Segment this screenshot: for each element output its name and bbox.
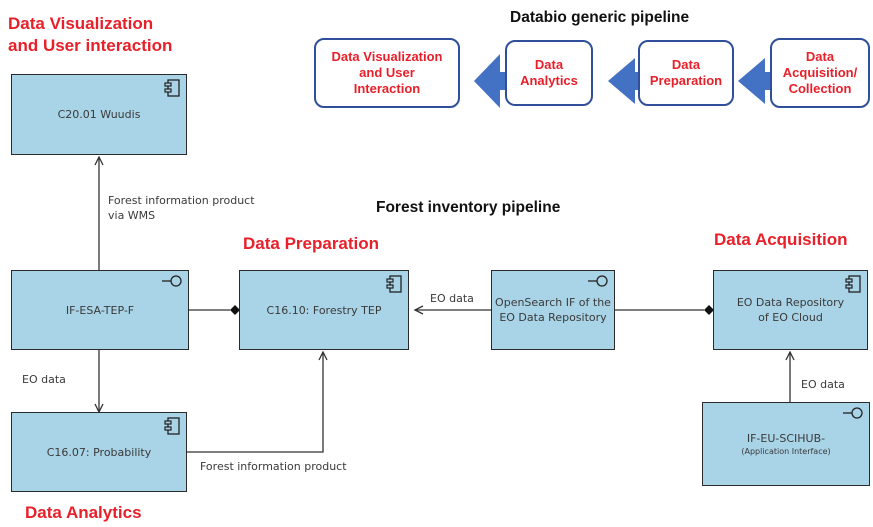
component-icon bbox=[164, 417, 180, 435]
pipeline-stage-visualization: Data Visualization and User Interaction bbox=[314, 38, 460, 108]
edge-label-wms: Forest information product via WMS bbox=[108, 194, 255, 222]
heading-analytics: Data Analytics bbox=[25, 503, 142, 522]
node-probability: C16.07: Probability bbox=[11, 412, 187, 492]
pipeline-arrow-1 bbox=[474, 54, 505, 108]
node-forestry-tep: C16.10: Forestry TEP bbox=[239, 270, 409, 350]
pipeline-stage-acquisition: Data Acquisition/ Collection bbox=[770, 38, 870, 108]
edge-label-eo-data-esa: EO data bbox=[22, 373, 66, 386]
heading-visualization: Data Visualization and User interaction bbox=[8, 14, 173, 55]
edge-probability-to-forestry bbox=[187, 352, 323, 453]
node-if-esa-tep-f: IF-ESA-TEP-F bbox=[11, 270, 189, 350]
aggregation-diamond-2 bbox=[704, 305, 714, 315]
node-eo-data-repository: EO Data Repository of EO Cloud bbox=[713, 270, 868, 350]
pipeline-arrow-2 bbox=[608, 58, 639, 104]
component-icon bbox=[164, 79, 180, 97]
node-if-eu-scihub: IF-EU-SCIHUB- (Application Interface) bbox=[702, 402, 870, 486]
edge-label-forest-info-product: Forest information product bbox=[200, 460, 347, 473]
heading-generic-pipeline: Databio generic pipeline bbox=[510, 9, 690, 26]
pipeline-stage-analytics: Data Analytics bbox=[505, 40, 593, 106]
component-icon bbox=[386, 275, 402, 293]
node-opensearch-if: OpenSearch IF of the EO Data Repository bbox=[491, 270, 615, 350]
pipeline-stage-preparation: Data Preparation bbox=[638, 40, 734, 106]
edge-label-eo-data-opensearch: EO data bbox=[430, 292, 474, 305]
heading-preparation: Data Preparation bbox=[243, 234, 380, 253]
pipeline-arrow-3 bbox=[738, 58, 771, 104]
component-icon bbox=[845, 275, 861, 293]
heading-forest-pipeline: Forest inventory pipeline bbox=[376, 199, 561, 216]
edge-label-eo-data-scihub: EO data bbox=[801, 378, 845, 391]
interface-lollipop-icon bbox=[843, 407, 863, 419]
interface-lollipop-icon bbox=[588, 275, 608, 287]
heading-acquisition: Data Acquisition bbox=[714, 230, 848, 249]
interface-lollipop-icon bbox=[162, 275, 182, 287]
aggregation-diamond-1 bbox=[230, 305, 240, 315]
node-wuudis: C20.01 Wuudis bbox=[11, 74, 187, 155]
